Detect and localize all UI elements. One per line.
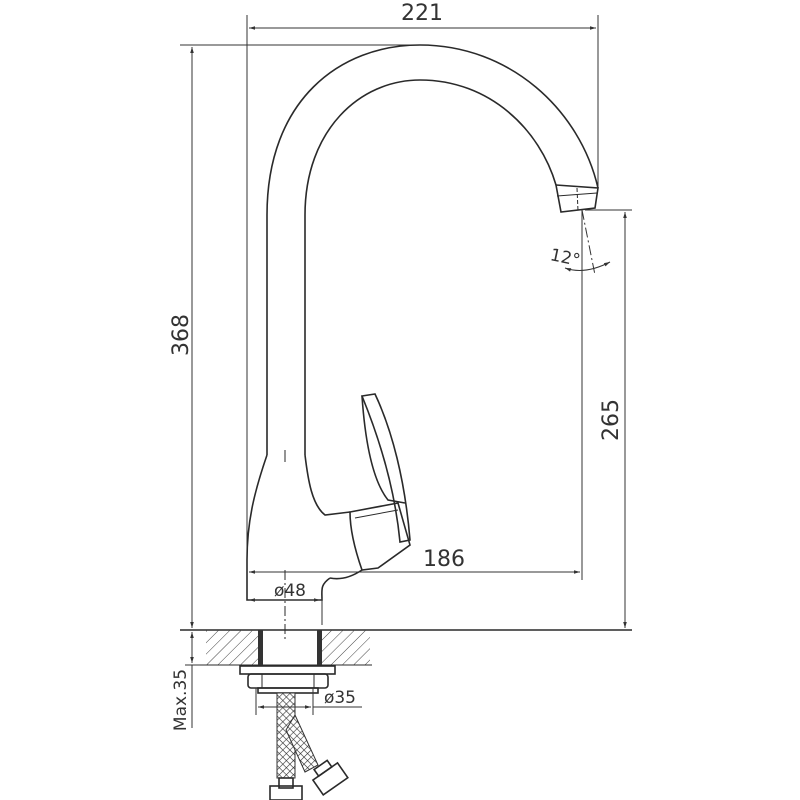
dimension-base-diameter: ø48 — [249, 581, 323, 625]
base-diameter-label: ø48 — [274, 581, 306, 601]
countertop-section — [180, 629, 632, 666]
dimension-shank-diameter: ø35 — [255, 688, 362, 715]
spout-angle-label: 12° — [548, 245, 582, 271]
spout-reach-label: 186 — [423, 547, 465, 572]
dimension-counter-thickness: Max.35 — [171, 632, 205, 731]
dimension-width: 221 — [246, 1, 599, 600]
dimension-spout-height: 265 — [585, 209, 632, 628]
dimension-spout-reach: 186 — [249, 210, 583, 580]
dimension-spout-angle: 12° — [548, 209, 611, 276]
supply-hoses — [269, 692, 349, 800]
lever-handle — [329, 393, 411, 580]
mounting-hardware — [239, 665, 336, 694]
shank-diameter-label: ø35 — [324, 688, 356, 708]
width-label: 221 — [401, 1, 443, 26]
counter-thickness-label: Max.35 — [171, 669, 191, 731]
dimension-height: 368 — [169, 44, 420, 628]
faucet-body: ø48 — [246, 44, 599, 640]
spout-height-label: 265 — [599, 399, 624, 441]
height-label: 368 — [169, 314, 194, 356]
